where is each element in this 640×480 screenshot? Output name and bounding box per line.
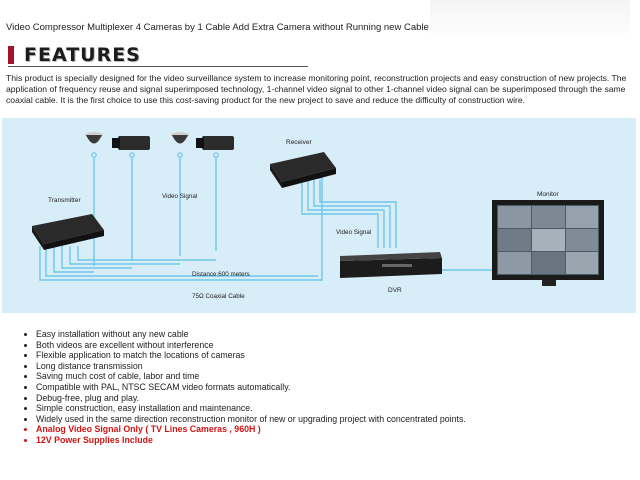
list-item: Compatible with PAL, NTSC SECAM video fo…: [36, 382, 466, 393]
list-item: Simple construction, easy installation a…: [36, 403, 466, 414]
list-item: Widely used in the same direction recons…: [36, 414, 466, 425]
highlight-list-item: 12V Power Supplies Include: [36, 435, 466, 446]
features-list: Easy installation without any new cable …: [24, 329, 466, 446]
connection-diagram: Transmitter Receiver DVR Monitor Video S…: [2, 118, 636, 313]
transmitter-label: Transmitter: [48, 197, 81, 204]
monitor-icon: [492, 200, 604, 286]
video-signal-left-label: Video Signal: [162, 193, 197, 200]
list-item: Long distance transmission: [36, 361, 466, 372]
header-shade: [430, 0, 630, 40]
dvr-label: DVR: [388, 287, 402, 294]
receiver-label: Receiver: [286, 139, 312, 146]
dome-camera-2-icon: [171, 132, 189, 158]
intro-paragraph: This product is specially designed for t…: [6, 73, 627, 105]
monitor-label: Monitor: [537, 191, 560, 198]
transmitter-device-icon: [32, 214, 104, 250]
list-item: Debug-free, plug and play.: [36, 393, 466, 404]
list-item: Flexible application to match the locati…: [36, 350, 466, 361]
box-camera-2-icon: [196, 136, 234, 158]
receiver-device-icon: [270, 152, 336, 188]
features-heading-text: FEATURES: [24, 44, 141, 66]
product-title: Video Compressor Multiplexer 4 Cameras b…: [6, 22, 429, 33]
list-item: Easy installation without any new cable: [36, 329, 466, 340]
list-item: Both videos are excellent without interf…: [36, 340, 466, 351]
heading-divider: [8, 66, 308, 67]
dome-camera-1-icon: [85, 132, 103, 158]
distance-label: Distance:600 meters: [192, 271, 250, 278]
features-heading: FEATURES: [8, 44, 141, 66]
video-signal-right-label: Video Signal: [336, 229, 371, 236]
box-camera-1-icon: [112, 136, 150, 158]
coaxial-cable-label: 75Ω Coaxial Cable: [192, 293, 245, 300]
dvr-device-icon: [340, 252, 442, 278]
camera-cables: [39, 158, 563, 281]
highlight-list-item: Analog Video Signal Only ( TV Lines Came…: [36, 424, 466, 435]
list-item: Saving much cost of cable, labor and tim…: [36, 371, 466, 382]
heading-accent-bar: [8, 46, 14, 64]
